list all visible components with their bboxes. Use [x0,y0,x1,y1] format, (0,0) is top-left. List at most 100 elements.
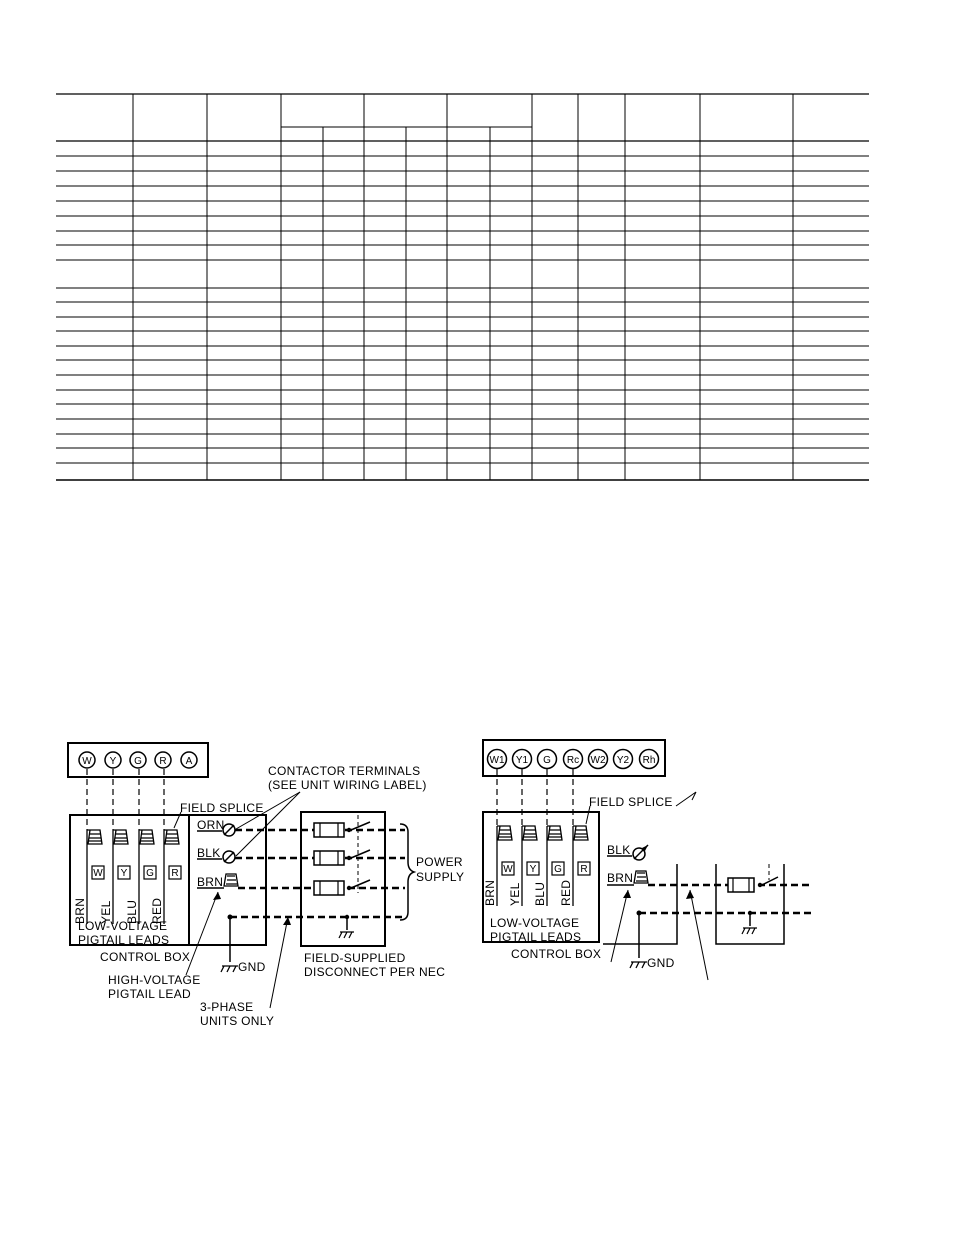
right-blk-label: BLK [607,843,631,857]
right-thermostat-terminal-circle [638,748,660,770]
left-high-voltage-label-2: PIGTAIL LEAD [108,987,191,1001]
left-supply-label: SUPPLY [416,870,464,884]
right-disconnect-box [715,864,785,945]
left-control-box-label: CONTROL BOX [100,950,190,964]
table-grid [56,93,869,481]
left-brn-splice-icon [223,873,239,887]
left-disconnect-box [300,811,386,947]
left-pigtail-leads-label: PIGTAIL LEADS [78,933,169,947]
right-splice-icon [573,825,589,841]
right-lead-color-label: BRN [483,880,497,906]
right-thermostat-terminal-label: W2 [591,755,606,766]
left-box-terminal-label: Y [121,868,128,879]
left-orn-label: ORN [197,818,225,832]
left-box-terminal [91,865,105,880]
left-thermostat-terminal-circle [154,751,172,769]
left-thermostat-body [67,742,209,778]
left-ground-icon [220,965,238,973]
left-low-voltage-label: LOW-VOLTAGE [78,919,167,933]
left-box-terminal [168,865,182,880]
left-3-phase-label-1: 3-PHASE [200,1000,253,1014]
left-disconnect-label-1: FIELD-SUPPLIED [304,951,406,965]
left-thermostat-terminal-label: W [82,756,92,767]
left-thermostat-terminal-circle [78,751,96,769]
left-splice-icon [164,829,180,845]
left-thermostat-terminal-label: A [186,756,193,767]
right-box-terminal [551,861,565,876]
left-lead-color-label: BLU [125,900,139,924]
left-thermostat-terminal-circle [180,751,198,769]
left-splice-icon [113,829,129,845]
right-box-terminal-label: G [554,864,562,875]
right-thermostat-terminal-circle [511,748,533,770]
left-box-terminal [117,865,131,880]
right-lead-color-label: YEL [508,882,522,906]
right-splice-icon [547,825,563,841]
left-lead-color-label: RED [150,898,164,924]
right-thermostat-terminal-circle [587,748,609,770]
data-table [56,93,869,481]
left-splice-icon [87,829,103,845]
left-brn-label: BRN [197,875,223,889]
left-contactor-label-2: (SEE UNIT WIRING LABEL) [268,778,427,792]
right-box-terminal [577,861,591,876]
left-thermostat-terminal-circle [129,751,147,769]
left-fuses [313,822,345,896]
right-thermostat-terminal-label: W1 [490,755,505,766]
right-thermostat-terminal-label: Y1 [516,755,529,766]
right-box-terminal-label: Y [530,864,537,875]
left-box-terminal [143,865,157,880]
left-thermostat-terminal-circle [104,751,122,769]
left-lead-color-label: YEL [99,900,113,924]
left-thermostat-terminal-label: Y [110,756,117,767]
left-lead-color-label: BRN [73,898,87,924]
right-box-terminal [526,861,540,876]
right-thermostat-terminal-circle [612,748,634,770]
right-brn-splice-icon [633,870,649,884]
right-thermostat-terminal-label: Rc [567,755,579,766]
left-control-box [69,814,267,946]
right-thermostat-terminal-label: G [543,755,551,766]
right-blk-connector-icon [632,847,646,861]
right-low-voltage-label: LOW-VOLTAGE [490,916,579,930]
left-splice-icon [139,829,155,845]
right-control-box [482,811,600,943]
right-thermostat-body [482,739,666,777]
left-disconnect-switches [338,815,371,939]
right-thermostat-terminal-circle [486,748,508,770]
left-thermostat-terminal-label: G [134,756,142,767]
right-pigtail-leads-label: PIGTAIL LEADS [490,930,581,944]
right-thermostat-terminal-circle [536,748,558,770]
right-unit-panel-outline [603,864,678,945]
right-box-terminal-label: W [503,864,513,875]
right-thermostat-terminal-label: Y2 [617,755,630,766]
right-lead-color-label: RED [559,880,573,906]
right-brn-label: BRN [607,871,633,885]
left-disconnect-label-2: DISCONNECT PER NEC [304,965,445,979]
right-thermostat-terminal-circle [562,748,584,770]
right-low-voltage-leads: W BRN Y YEL G BLU R RED [483,769,591,906]
left-blk-label: BLK [197,846,221,860]
right-thermostat-terminals: W1 Y1 G Rc W2 Y2 Rh [486,748,660,770]
left-contactor-label-1: CONTACTOR TERMINALS [268,764,420,778]
right-box-terminal [501,861,515,876]
left-power-supply-brace [399,823,417,921]
left-box-terminal-label: R [171,868,178,879]
left-3-phase-label-2: UNITS ONLY [200,1014,274,1028]
right-gnd-label: GND [647,956,675,970]
left-thermostat-terminal-label: R [159,756,166,767]
right-thermostat-terminal-label: Rh [643,755,656,766]
right-control-box-label: CONTROL BOX [511,947,601,961]
left-field-splice-label: FIELD SPLICE [180,801,264,815]
right-lead-color-label: BLU [533,882,547,906]
right-splice-icon [522,825,538,841]
left-high-voltage-label-1: HIGH-VOLTAGE [108,973,201,987]
left-box-terminal-label: W [93,868,103,879]
right-field-splice-label: FIELD SPLICE [589,795,673,809]
right-box-terminal-label: R [580,864,587,875]
right-splice-icon [497,825,513,841]
